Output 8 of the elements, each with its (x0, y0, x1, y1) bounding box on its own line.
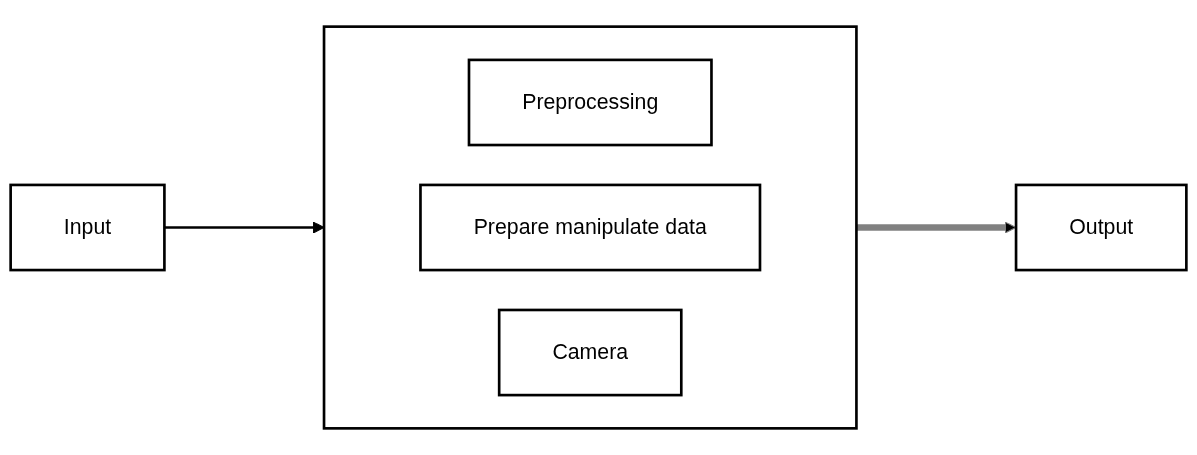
node-box: Preprocessing (467, 58, 713, 147)
node-box: Output (1014, 183, 1188, 272)
arrow (856, 221, 1017, 234)
node-box: Camera (497, 308, 683, 397)
node-box: Input (9, 183, 166, 272)
cluster (322, 25, 858, 430)
arrow (164, 221, 325, 234)
node-box: Prepare manipulate data (419, 183, 762, 272)
